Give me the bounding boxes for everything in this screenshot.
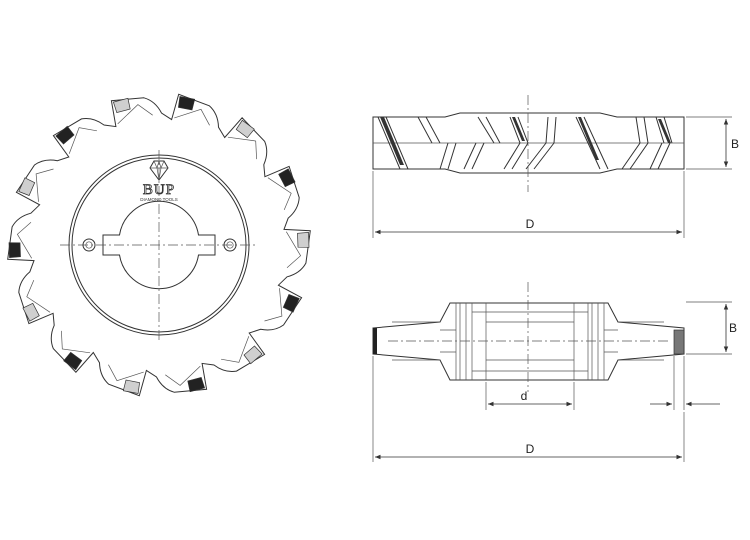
side-insert-3 [578,117,599,160]
brand-name: BUP [143,182,175,198]
cutter-insert-8 [122,379,140,394]
cutter-insert-10 [22,302,40,322]
cutter-insert-3 [278,168,296,188]
side-width-dimension: B [686,116,739,170]
tooth-detail-5 [264,288,283,322]
tooth-detail-10 [26,279,51,313]
brand-subtitle: DIAMOND TOOLS [140,197,178,202]
bore-with-keyways [102,200,216,290]
cutter-side-view: B D [372,95,739,238]
tooth-detail-1 [174,108,210,126]
section-diameter-dimension: D [372,356,685,462]
bore-dimension: d [485,382,575,410]
cutter-section-view: B d D [372,282,737,462]
cutter-insert-13 [55,125,75,145]
bore-label: d [521,389,528,403]
pin-hole-right [223,238,237,252]
tooth-detail-7 [165,365,201,386]
side-view-body [372,112,685,174]
cutter-insert-1 [178,96,196,111]
section-diameter-label: D [526,442,535,456]
tooth-detail-6 [221,336,250,363]
cutter-toothed-outline [7,93,311,397]
side-width-label: B [731,137,739,151]
cutter-teeth [8,96,310,394]
side-insert-4 [658,119,671,143]
section-grooves [455,303,605,380]
tooth-detail-2 [227,136,257,160]
insert-width-dimension [650,356,720,410]
cutter-insert-9 [63,351,83,371]
side-insert-1 [380,117,404,165]
section-width-label: B [729,321,737,335]
side-diameter-dimension: D [372,171,685,238]
cutter-insert-11 [8,242,21,258]
cutter-insert-6 [243,345,263,365]
cutter-insert-12 [18,177,36,196]
tooth-detail-3 [267,177,292,211]
pin-hole-left [82,238,96,252]
brand-logo: BUP DIAMOND TOOLS [140,159,178,202]
tooth-detail-14 [117,104,153,125]
side-diameter-label: D [526,217,535,231]
section-insert-right [673,329,685,355]
cutter-insert-14 [112,97,131,114]
section-inner-lines [392,311,664,372]
cutter-front-view: BUP DIAMOND TOOLS [7,93,311,397]
tooth-detail-12 [35,168,54,202]
section-insert-left [373,328,377,354]
side-view-teeth [377,116,673,170]
cutter-insert-2 [235,119,255,139]
tooth-detail-9 [61,330,91,354]
cutter-insert-5 [282,294,300,313]
tooth-detail-13 [68,127,97,154]
section-view-body [372,302,685,381]
side-insert-2 [512,117,525,141]
tooth-detail-4 [285,231,302,268]
tooth-detail-11 [16,222,33,259]
section-width-dimension: B [686,301,737,355]
diamond-icon [149,159,169,181]
cutter-insert-7 [187,376,206,393]
cutter-insert-4 [297,232,310,248]
tooth-detail-8 [108,364,144,382]
